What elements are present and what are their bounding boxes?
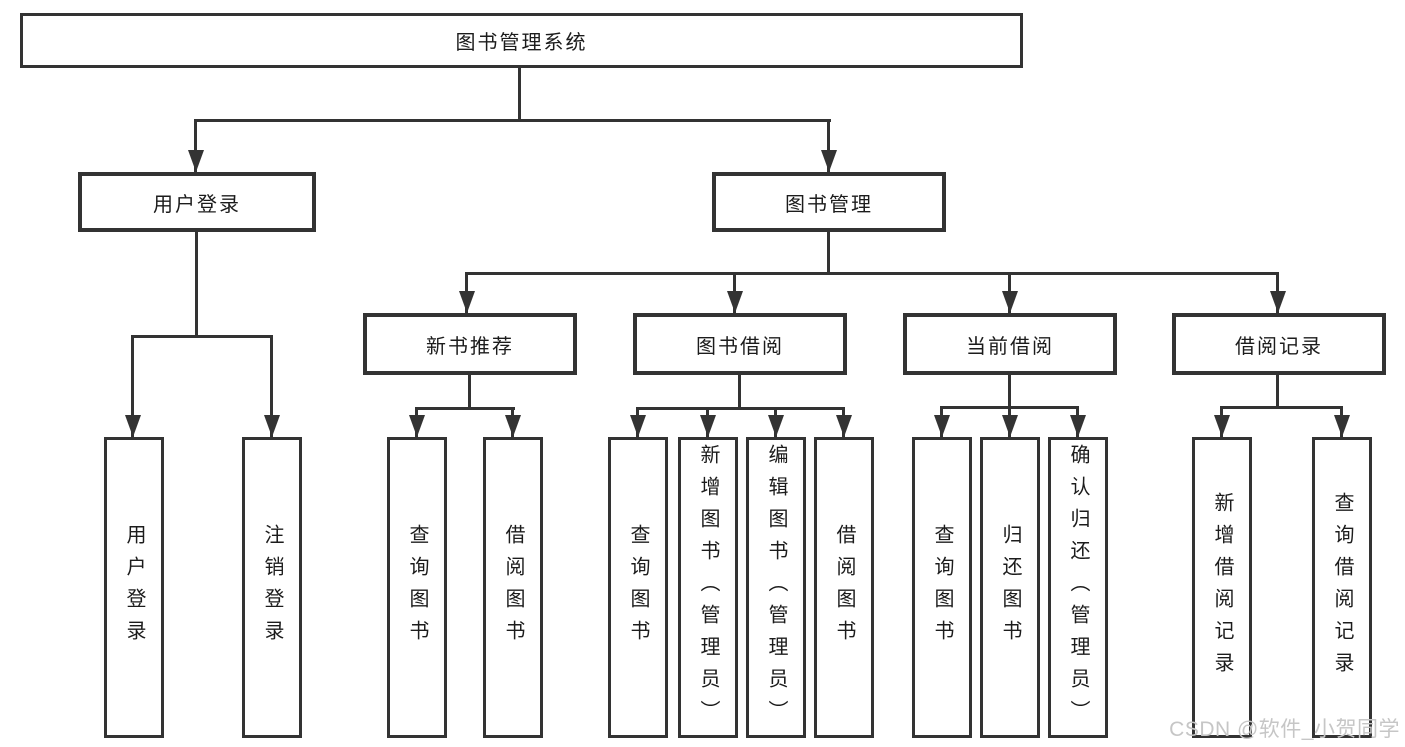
connector-line: [1220, 406, 1343, 409]
node-label: 图书管理系统: [455, 32, 588, 54]
connector-line: [195, 231, 198, 335]
connector-line: [131, 335, 273, 338]
connector-line: [636, 407, 844, 410]
arrow-down-icon: [459, 291, 475, 313]
arrow-down-icon: [1002, 291, 1018, 313]
node-label: 新书推荐: [426, 335, 514, 358]
connector-line: [415, 407, 515, 410]
arrow-down-icon: [1070, 415, 1086, 437]
node-root-library-system: 图书管理系统: [20, 13, 1023, 68]
node-label: 当前借阅: [966, 335, 1054, 358]
node-borrow-records: 借阅记录: [1172, 313, 1386, 375]
leaf-borrow-books-recommend: 借阅图书: [483, 437, 543, 738]
leaf-user-login: 用户登录: [104, 437, 164, 738]
connector-line: [465, 272, 1279, 275]
connector-line: [194, 119, 197, 172]
leaf-query-books-borrow: 查询图书: [608, 437, 668, 738]
leaf-add-book-admin: 新增图书（管理员）: [678, 437, 738, 738]
arrow-down-icon: [836, 415, 852, 437]
connector-line: [738, 374, 741, 407]
leaf-borrow-books: 借阅图书: [814, 437, 874, 738]
node-book-borrow: 图书借阅: [633, 313, 847, 375]
leaf-logout: 注销登录: [242, 437, 302, 738]
arrow-down-icon: [264, 415, 280, 437]
node-label: 查询图书: [931, 523, 953, 652]
leaf-confirm-return-admin: 确认归还（管理员）: [1048, 437, 1108, 738]
arrow-down-icon: [727, 291, 743, 313]
arrow-down-icon: [505, 415, 521, 437]
node-label: 查询图书: [627, 523, 649, 652]
leaf-query-books-recommend: 查询图书: [387, 437, 447, 738]
arrow-down-icon: [768, 415, 784, 437]
arrow-down-icon: [1334, 415, 1350, 437]
node-new-book-recommend: 新书推荐: [363, 313, 577, 375]
arrow-down-icon: [125, 415, 141, 437]
arrow-down-icon: [1270, 291, 1286, 313]
node-user-login: 用户登录: [78, 172, 316, 232]
arrow-down-icon: [1214, 415, 1230, 437]
node-label: 确认归还（管理员）: [1067, 443, 1089, 732]
arrow-down-icon: [700, 415, 716, 437]
leaf-query-books-current: 查询图书: [912, 437, 972, 738]
connector-line: [195, 119, 831, 122]
node-label: 图书借阅: [696, 335, 784, 358]
node-label: 归还图书: [999, 523, 1021, 652]
node-label: 编辑图书（管理员）: [765, 443, 787, 732]
leaf-return-books: 归还图书: [980, 437, 1040, 738]
arrow-down-icon: [409, 415, 425, 437]
node-label: 查询图书: [406, 523, 428, 652]
node-book-management: 图书管理: [712, 172, 946, 232]
leaf-edit-book-admin: 编辑图书（管理员）: [746, 437, 806, 738]
csdn-watermark: CSDN @软件_小贺同学: [1169, 718, 1400, 741]
node-label: 新增借阅记录: [1211, 491, 1233, 684]
node-label: 图书管理: [785, 193, 873, 216]
arrow-down-icon: [188, 150, 204, 172]
connector-line: [1008, 374, 1011, 406]
connector-line: [827, 231, 830, 272]
arrow-down-icon: [821, 150, 837, 172]
leaf-query-borrow-record: 查询借阅记录: [1312, 437, 1372, 738]
node-label: 注销登录: [261, 523, 283, 652]
arrow-down-icon: [1002, 415, 1018, 437]
connector-line: [827, 119, 830, 172]
connector-line: [270, 335, 273, 437]
connector-line: [518, 65, 521, 119]
node-label: 新增图书（管理员）: [697, 443, 719, 732]
node-current-borrow: 当前借阅: [903, 313, 1117, 375]
node-label: 借阅图书: [502, 523, 524, 652]
node-label: 借阅图书: [833, 523, 855, 652]
leaf-add-borrow-record: 新增借阅记录: [1192, 437, 1252, 738]
connector-line: [468, 374, 471, 407]
node-label: 用户登录: [123, 523, 145, 652]
node-label: 查询借阅记录: [1331, 491, 1353, 684]
connector-line: [1276, 374, 1279, 406]
arrow-down-icon: [630, 415, 646, 437]
node-label: 借阅记录: [1235, 335, 1323, 358]
node-label: 用户登录: [153, 193, 241, 216]
arrow-down-icon: [934, 415, 950, 437]
connector-line: [131, 335, 134, 437]
